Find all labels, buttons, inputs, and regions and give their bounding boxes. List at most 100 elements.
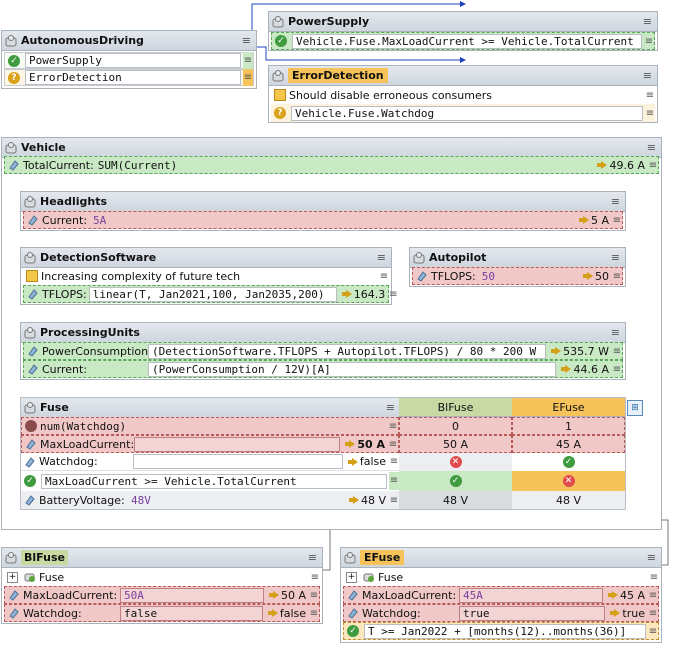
powersupply-rule-row[interactable]: ✓ Vehicle.Fuse.MaxLoadCurrent >= Vehicle… bbox=[271, 32, 655, 50]
powersupply-header[interactable]: PowerSupply ≡ bbox=[269, 12, 657, 32]
fuse-row-maxloadcurrent[interactable]: MaxLoadCurrent: 50 A ≡ bbox=[21, 435, 399, 453]
autopilot-tflops-row[interactable]: TFLOPS: 50 50 ≡ bbox=[412, 267, 623, 285]
menu-icon[interactable]: ≡ bbox=[385, 401, 395, 414]
efuse-header[interactable]: EFuse ≡ bbox=[341, 548, 661, 568]
fuse-panel[interactable]: Fuse ≡ BlFuse EFuse ⊞ num(Watchdog) ≡ 0 … bbox=[20, 397, 643, 510]
menu-icon[interactable]: ≡ bbox=[610, 195, 620, 208]
row-menu-icon[interactable]: ≡ bbox=[649, 571, 659, 583]
row-menu-icon[interactable]: ≡ bbox=[389, 456, 399, 467]
errordetection-expression[interactable]: Vehicle.Fuse.Watchdog bbox=[291, 105, 643, 121]
blfuse-panel[interactable]: BlFuse ≡ + Fuse ≡ MaxLoadCurrent: 50A 50… bbox=[1, 547, 323, 624]
blfuse-maxloadcurrent-value[interactable]: 50A bbox=[120, 587, 264, 603]
row-menu-icon[interactable]: ≡ bbox=[243, 69, 253, 86]
detection-tflops-expression[interactable]: linear(T, Jan2021,100, Jan2035,200) bbox=[88, 286, 337, 302]
autonomous-row-errordetection[interactable]: ? ErrorDetection ≡ bbox=[4, 69, 254, 86]
fuse-batteryvoltage-value[interactable]: 48V bbox=[131, 493, 151, 507]
processing-current-row[interactable]: Current: (PowerConsumption / 12V)[A] 44.… bbox=[23, 360, 623, 378]
autonomous-row-powersupply[interactable]: ✓ PowerSupply ≡ bbox=[4, 52, 254, 69]
errordetection-expr-row[interactable]: ? Vehicle.Fuse.Watchdog ≡ bbox=[271, 104, 655, 122]
headlights-header[interactable]: Headlights ≡ bbox=[21, 192, 625, 212]
detectionsoftware-header[interactable]: DetectionSoftware ≡ bbox=[21, 248, 391, 268]
menu-icon[interactable]: ≡ bbox=[610, 251, 620, 264]
row-menu-icon[interactable]: ≡ bbox=[648, 607, 658, 619]
headlights-current-row[interactable]: Current: 5A 5 A ≡ bbox=[23, 211, 623, 229]
efuse-maxloadcurrent-value[interactable]: 45A bbox=[459, 587, 603, 603]
row-menu-icon[interactable]: ≡ bbox=[388, 438, 398, 450]
row-menu-icon[interactable]: ≡ bbox=[648, 589, 658, 601]
row-menu-icon[interactable]: ≡ bbox=[389, 472, 399, 490]
column-header-blfuse[interactable]: BlFuse bbox=[399, 398, 512, 417]
menu-icon[interactable]: ≡ bbox=[646, 551, 656, 564]
menu-icon[interactable]: ≡ bbox=[376, 251, 386, 264]
efuse-inherit-row[interactable]: + Fuse ≡ bbox=[343, 568, 659, 586]
blfuse-header[interactable]: BlFuse ≡ bbox=[2, 548, 322, 568]
fuse-row-num-watchdog-label[interactable]: num(Watchdog) bbox=[40, 419, 127, 433]
expand-icon[interactable]: + bbox=[7, 571, 18, 583]
row-menu-icon[interactable]: ≡ bbox=[309, 607, 319, 619]
autopilot-tflops-value[interactable]: 50 bbox=[481, 269, 496, 283]
efuse-watchdog-value[interactable]: true bbox=[459, 605, 606, 621]
autonomous-driving-header[interactable]: AutonomousDriving ≡ bbox=[2, 31, 256, 51]
errordetection-panel[interactable]: ErrorDetection ≡ Should disable erroneou… bbox=[268, 65, 658, 123]
menu-icon[interactable]: ≡ bbox=[241, 34, 251, 47]
row-menu-icon[interactable]: ≡ bbox=[310, 571, 320, 583]
row-menu-icon[interactable]: ≡ bbox=[644, 35, 654, 47]
autopilot-header[interactable]: Autopilot ≡ bbox=[410, 248, 625, 268]
efuse-maxloadcurrent-row[interactable]: MaxLoadCurrent: 45A 45 A ≡ bbox=[343, 586, 659, 604]
row-menu-icon[interactable]: ≡ bbox=[645, 89, 655, 101]
menu-icon[interactable]: ≡ bbox=[646, 141, 656, 154]
row-menu-icon[interactable]: ≡ bbox=[612, 345, 622, 357]
total-current-expression[interactable]: SUM(Current) bbox=[97, 158, 178, 172]
row-menu-icon[interactable]: ≡ bbox=[648, 159, 658, 171]
row-menu-icon[interactable]: ≡ bbox=[379, 270, 389, 282]
fuse-header[interactable]: Fuse ≡ bbox=[21, 398, 399, 418]
menu-icon[interactable]: ≡ bbox=[642, 15, 652, 28]
powersupply-ref[interactable]: PowerSupply bbox=[25, 53, 241, 68]
errordetection-header[interactable]: ErrorDetection ≡ bbox=[269, 66, 657, 86]
autopilot-panel[interactable]: Autopilot ≡ TFLOPS: 50 50 ≡ bbox=[409, 247, 626, 287]
detectionsoftware-panel[interactable]: DetectionSoftware ≡ Increasing complexit… bbox=[20, 247, 397, 305]
fuse-row-batteryvoltage[interactable]: BatteryVoltage: 48V 48 V ≡ bbox=[21, 491, 399, 509]
errordetection-ref[interactable]: ErrorDetection bbox=[25, 70, 241, 85]
vehicle-header[interactable]: Vehicle ≡ bbox=[2, 138, 661, 158]
blfuse-inherit-row[interactable]: + Fuse ≡ bbox=[4, 568, 320, 586]
add-column-icon[interactable]: ⊞ bbox=[627, 400, 643, 416]
menu-icon[interactable]: ≡ bbox=[642, 69, 652, 82]
row-menu-icon[interactable]: ≡ bbox=[612, 214, 622, 226]
row-menu-icon[interactable]: ≡ bbox=[389, 288, 398, 300]
fuse-watchdog-value[interactable] bbox=[133, 454, 343, 469]
efuse-rule-expression[interactable]: T >= Jan2022 + [months(12)..months(36)] bbox=[364, 623, 646, 639]
processing-current-expression[interactable]: (PowerConsumption / 12V)[A] bbox=[148, 361, 557, 377]
powerconsumption-expression[interactable]: (DetectionSoftware.TFLOPS + Autopilot.TF… bbox=[148, 343, 547, 359]
detection-tflops-row[interactable]: TFLOPS: linear(T, Jan2021,100, Jan2035,2… bbox=[23, 285, 397, 303]
powersupply-panel[interactable]: PowerSupply ≡ ✓ Vehicle.Fuse.MaxLoadCurr… bbox=[268, 11, 658, 51]
row-menu-icon[interactable]: ≡ bbox=[389, 494, 399, 506]
fuse-rule-expression[interactable]: MaxLoadCurrent >= Vehicle.TotalCurrent bbox=[41, 473, 387, 489]
row-menu-icon[interactable]: ≡ bbox=[612, 270, 622, 282]
row-menu-icon[interactable]: ≡ bbox=[612, 363, 622, 375]
row-menu-icon[interactable]: ≡ bbox=[648, 625, 658, 637]
headlights-panel[interactable]: Headlights ≡ Current: 5A 5 A ≡ bbox=[20, 191, 626, 231]
blfuse-watchdog-row[interactable]: Watchdog: false false ≡ bbox=[4, 604, 320, 622]
autonomous-driving-panel[interactable]: AutonomousDriving ≡ ✓ PowerSupply ≡ ? Er… bbox=[1, 30, 257, 89]
row-menu-icon[interactable]: ≡ bbox=[388, 420, 398, 432]
row-menu-icon[interactable]: ≡ bbox=[309, 589, 319, 601]
headlights-current-value[interactable]: 5A bbox=[93, 213, 107, 227]
blfuse-maxloadcurrent-row[interactable]: MaxLoadCurrent: 50A 50 A ≡ bbox=[4, 586, 320, 604]
fuse-maxloadcurrent-value[interactable] bbox=[134, 436, 341, 452]
row-menu-icon[interactable]: ≡ bbox=[645, 107, 655, 119]
efuse-panel[interactable]: EFuse ≡ + Fuse ≡ MaxLoadCurrent: 45A 45 … bbox=[340, 547, 662, 643]
powersupply-expression[interactable]: Vehicle.Fuse.MaxLoadCurrent >= Vehicle.T… bbox=[292, 33, 642, 49]
menu-icon[interactable]: ≡ bbox=[307, 551, 317, 564]
efuse-watchdog-row[interactable]: Watchdog: true true ≡ bbox=[343, 604, 659, 622]
fuse-row-rule[interactable]: ✓ MaxLoadCurrent >= Vehicle.TotalCurrent… bbox=[21, 471, 399, 491]
efuse-rule-row[interactable]: ✓ T >= Jan2022 + [months(12)..months(36)… bbox=[343, 622, 659, 640]
powerconsumption-row[interactable]: PowerConsumption: (DetectionSoftware.TFL… bbox=[23, 342, 623, 360]
fuse-row-num-watchdog[interactable]: num(Watchdog) ≡ bbox=[21, 417, 399, 435]
expand-icon[interactable]: + bbox=[346, 571, 357, 583]
row-menu-icon[interactable]: ≡ bbox=[243, 52, 253, 69]
fuse-row-watchdog[interactable]: Watchdog: false ≡ bbox=[21, 453, 399, 471]
processingunits-header[interactable]: ProcessingUnits ≡ bbox=[21, 323, 625, 343]
menu-icon[interactable]: ≡ bbox=[610, 326, 620, 339]
blfuse-watchdog-value[interactable]: false bbox=[120, 605, 263, 621]
